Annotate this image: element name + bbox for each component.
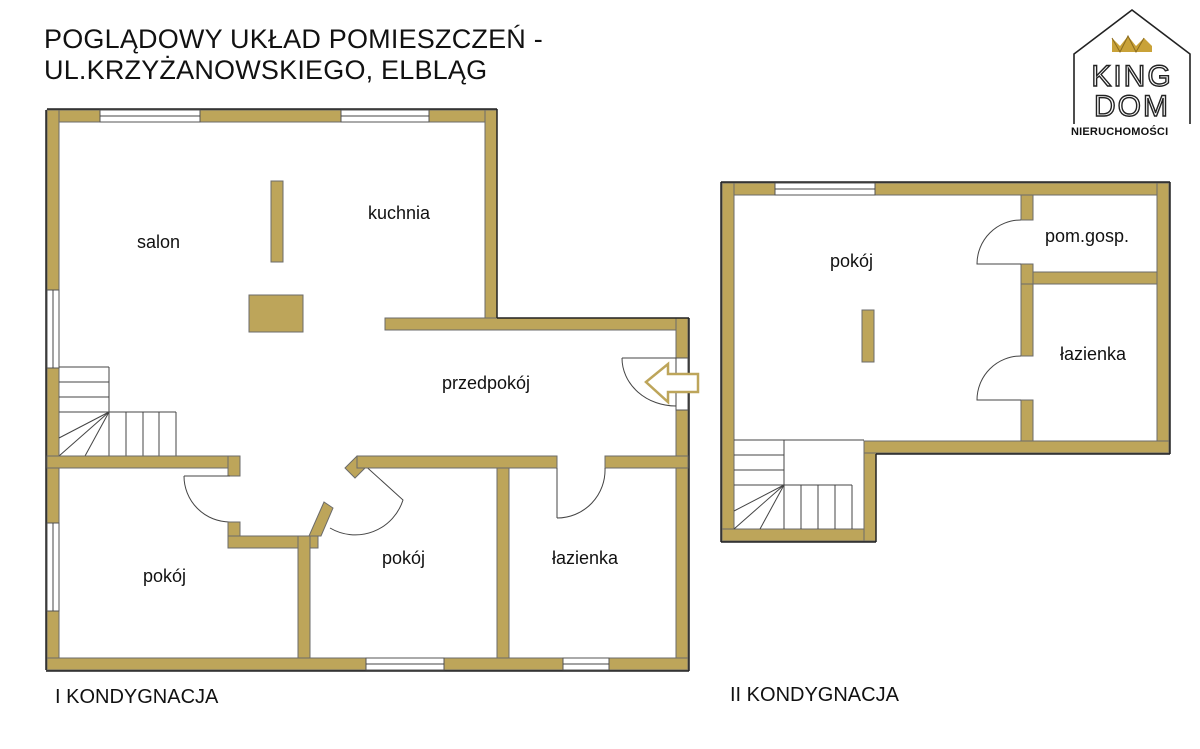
floor-2-label: II KONDYGNACJA xyxy=(730,684,899,706)
floor-2-plan: pokój pom.gosp. łazienka xyxy=(720,181,1171,543)
title-line-2: UL.KRZYŻANOWSKIEGO, ELBLĄG xyxy=(44,55,488,85)
room-label: kuchnia xyxy=(368,203,431,223)
title-line-1: POGLĄDOWY UKŁAD POMIESZCZEŃ - xyxy=(44,24,543,54)
room-label: pokój xyxy=(382,548,425,568)
logo-subtitle: NIERUCHOMOŚCI xyxy=(1071,126,1169,138)
crown-icon xyxy=(1111,34,1152,54)
floor-1-plan: salon kuchnia przedpokój pokój pokój łaz… xyxy=(45,108,700,672)
entrance-arrow-icon xyxy=(644,361,700,405)
room-label: łazienka xyxy=(552,548,619,568)
staircase-icon xyxy=(58,366,177,457)
room-label: pom.gosp. xyxy=(1045,226,1129,246)
logo-dom: DOM xyxy=(1094,90,1170,123)
staircase-icon xyxy=(733,439,864,530)
kingdom-logo: KING DOM xyxy=(1073,8,1191,124)
room-label: pokój xyxy=(830,251,873,271)
page-title: POGLĄDOWY UKŁAD POMIESZCZEŃ - UL.KRZYŻAN… xyxy=(44,24,543,86)
room-label: salon xyxy=(137,232,180,252)
room-label: łazienka xyxy=(1060,344,1127,364)
room-label: przedpokój xyxy=(442,373,530,393)
floor-1-label: I KONDYGNACJA xyxy=(55,686,219,708)
room-label: pokój xyxy=(143,566,186,586)
logo-king: KING xyxy=(1091,60,1172,93)
